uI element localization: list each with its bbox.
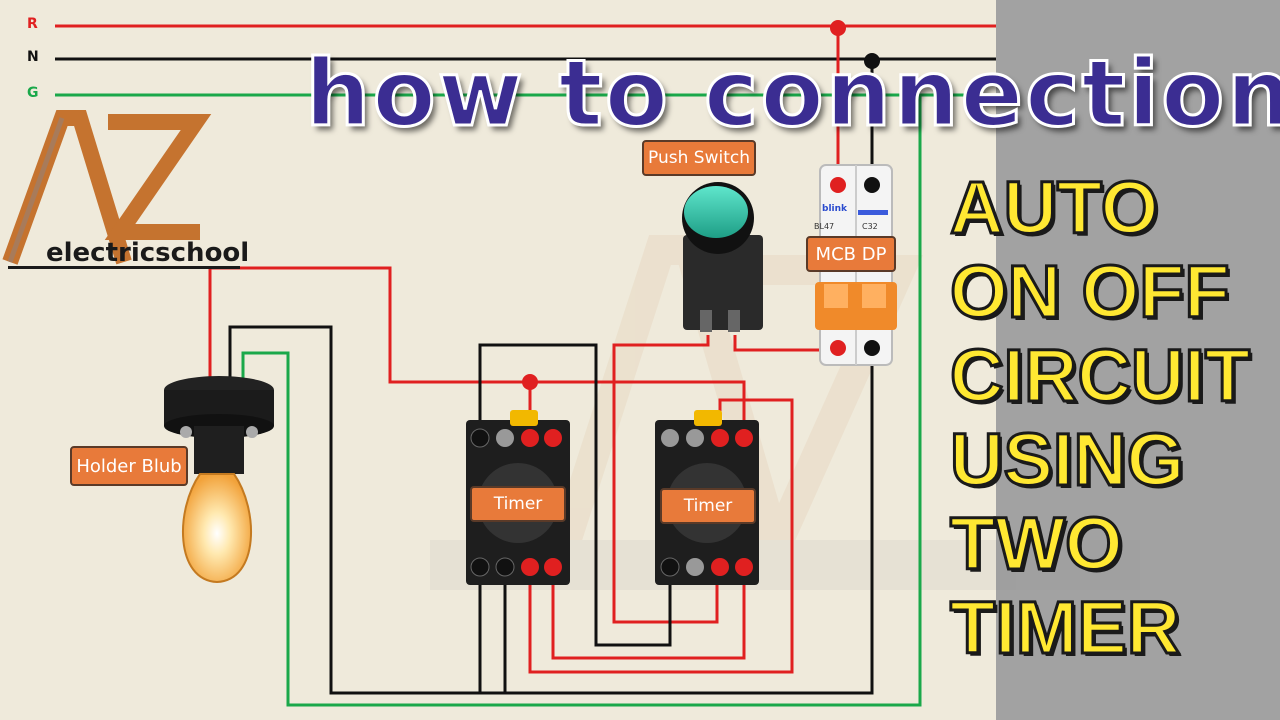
mcb-brand: blink bbox=[822, 204, 848, 214]
bulb-holder-device bbox=[164, 376, 274, 474]
right-panel bbox=[996, 0, 1280, 720]
wire-ground bbox=[241, 95, 922, 707]
wire-lamp-live bbox=[208, 266, 746, 436]
side-title-line: TIMER bbox=[949, 585, 1182, 671]
bulb-icon bbox=[182, 473, 252, 584]
mcb-tag: MCB DP bbox=[806, 236, 896, 272]
rail-label-r: R bbox=[27, 16, 38, 32]
rail-label-g: G bbox=[27, 85, 39, 101]
side-title-line: USING bbox=[949, 417, 1186, 503]
side-title-line: ON OFF bbox=[949, 249, 1232, 335]
rail-label-n: N bbox=[27, 49, 39, 65]
push-switch-device bbox=[682, 182, 763, 332]
junction-dot bbox=[830, 20, 846, 36]
mcb-rating: C32 bbox=[862, 222, 878, 231]
push-switch-tag: Push Switch bbox=[642, 140, 756, 176]
wire-timer-link-b bbox=[551, 568, 746, 660]
az-logo-mark bbox=[2, 110, 212, 265]
wire-timer-neutral-a bbox=[478, 343, 672, 647]
timer-right-tag: Timer bbox=[660, 488, 756, 524]
side-title-line: AUTO bbox=[949, 165, 1160, 251]
logo-underline bbox=[8, 266, 240, 269]
holder-tag: Holder Blub bbox=[70, 446, 188, 486]
junction-dot bbox=[864, 53, 880, 69]
timer-left-tag: Timer bbox=[470, 486, 566, 522]
side-title: AUTO ON OFF CIRCUIT USING TWO TIMER bbox=[949, 165, 1270, 671]
headline-text: how to connection bbox=[304, 39, 1280, 149]
junction-dot bbox=[522, 374, 538, 390]
wire-neutral-out bbox=[228, 325, 874, 695]
wire-timer-link-a bbox=[528, 398, 794, 674]
wire-push-switch-out bbox=[612, 335, 719, 624]
wire-live-out bbox=[733, 335, 838, 352]
side-title-line: CIRCUIT bbox=[949, 333, 1252, 419]
side-title-line: TWO bbox=[949, 501, 1125, 587]
mcb-model: BL47 bbox=[814, 222, 835, 231]
logo-name: electricschool bbox=[46, 238, 250, 268]
